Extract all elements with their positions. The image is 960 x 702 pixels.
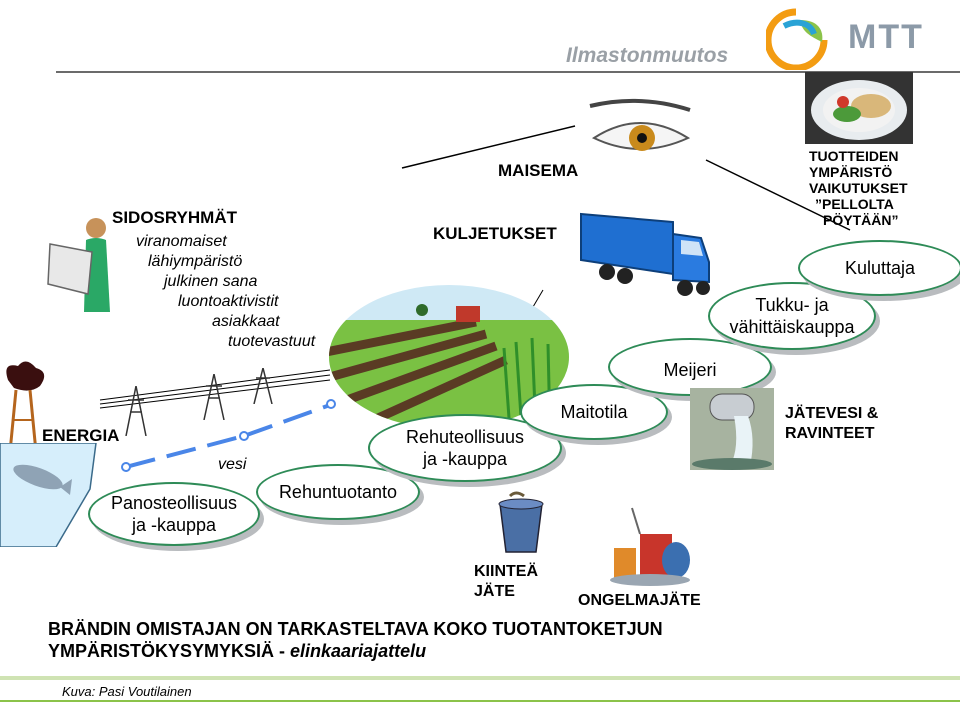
truck-image <box>577 208 713 300</box>
tuotteiden-line: TUOTTEIDEN <box>809 148 899 164</box>
tuotteiden-line: PÖYTÄÄN” <box>823 212 899 228</box>
energia-label: ENERGIA <box>42 426 120 445</box>
sidosryhma-item: julkinen sana <box>164 273 258 290</box>
node-line: Meijeri <box>663 360 717 380</box>
sidosryhmat-list: viranomaiset lähiympäristö julkinen sana… <box>136 232 315 352</box>
rehuntuotanto-node: Rehuntuotanto <box>256 464 420 520</box>
trash-can-image <box>486 490 556 554</box>
oil-well-image <box>0 360 50 452</box>
tuotteiden-label: TUOTTEIDEN YMPÄRISTÖ VAIKUTUKSET ”PELLOL… <box>809 148 908 228</box>
kiintea-line: KIINTEÄ <box>474 563 538 580</box>
footer-line2: YMPÄRISTÖKYSYMYKSIÄ - elinkaariajattelu <box>48 640 663 662</box>
footer-line1: BRÄNDIN OMISTAJAN ON TARKASTELTAVA KOKO … <box>48 619 663 639</box>
sidosryhma-item: lähiympäristö <box>148 253 243 270</box>
photo-credit: Kuva: Pasi Voutilainen <box>62 684 192 699</box>
jatevesi-line: RAVINTEET <box>785 425 875 442</box>
sidosryhma-item: tuotevastuut <box>228 333 316 350</box>
logo-text: MTT <box>848 18 924 56</box>
tuotteiden-line: YMPÄRISTÖ <box>809 164 893 180</box>
footer-line2-italic: elinkaariajattelu <box>290 641 427 661</box>
water-panel <box>0 443 104 547</box>
sidosryhma-item: asiakkaat <box>212 313 280 330</box>
maitotila-node: Maitotila <box>520 384 668 440</box>
tuotteiden-line: VAIKUTUKSET <box>809 180 908 196</box>
kuljetukset-label: KULJETUKSET <box>433 224 557 243</box>
footer-message: BRÄNDIN OMISTAJAN ON TARKASTELTAVA KOKO … <box>48 618 663 662</box>
sidosryhma-item: viranomaiset <box>136 233 227 250</box>
ongelmajate-label: ONGELMAJÄTE <box>578 592 701 609</box>
eye-image <box>584 98 696 162</box>
logo-swirl-icon <box>766 8 828 70</box>
sidosryhmat-title: SIDOSRYHMÄT <box>112 208 237 227</box>
tuotteiden-line: ”PELLOLTA <box>815 196 894 212</box>
hazardous-waste-image <box>604 498 696 588</box>
maisema-label: MAISEMA <box>498 161 579 180</box>
reader-figure <box>46 214 130 314</box>
node-line: ja -kauppa <box>131 515 217 535</box>
jatevesi-line: JÄTEVESI & <box>785 405 879 422</box>
wastewater-pipe-image <box>690 388 774 470</box>
sidosryhma-item: luontoaktivistit <box>178 293 279 310</box>
node-line: vähittäiskauppa <box>729 317 855 337</box>
node-line: Kuluttaja <box>844 258 916 278</box>
node-line: ja -kauppa <box>422 449 508 469</box>
node-line: Tukku- ja <box>755 295 829 315</box>
header-title: Ilmastonmuutos <box>566 44 729 67</box>
kuluttaja-node: Kuluttaja <box>798 240 960 296</box>
bottom-band <box>0 676 960 680</box>
node-line: Maitotila <box>560 402 628 422</box>
jatevesi-label: JÄTEVESI & RAVINTEET <box>785 404 878 444</box>
mtt-logo: MTT <box>766 6 960 70</box>
header-rule <box>56 71 960 73</box>
kiintea-label: KIINTEÄ JÄTE <box>474 562 538 602</box>
node-line: Panosteollisuus <box>110 493 238 513</box>
vesi-label: vesi <box>218 456 247 473</box>
footer-line2-plain: YMPÄRISTÖKYSYMYKSIÄ - <box>48 641 291 661</box>
node-line: Rehuntuotanto <box>278 482 398 502</box>
food-plate-image <box>805 72 913 144</box>
bottom-rule <box>0 700 960 702</box>
kiintea-line: JÄTE <box>474 583 515 600</box>
node-line: Rehuteollisuus <box>405 427 525 447</box>
